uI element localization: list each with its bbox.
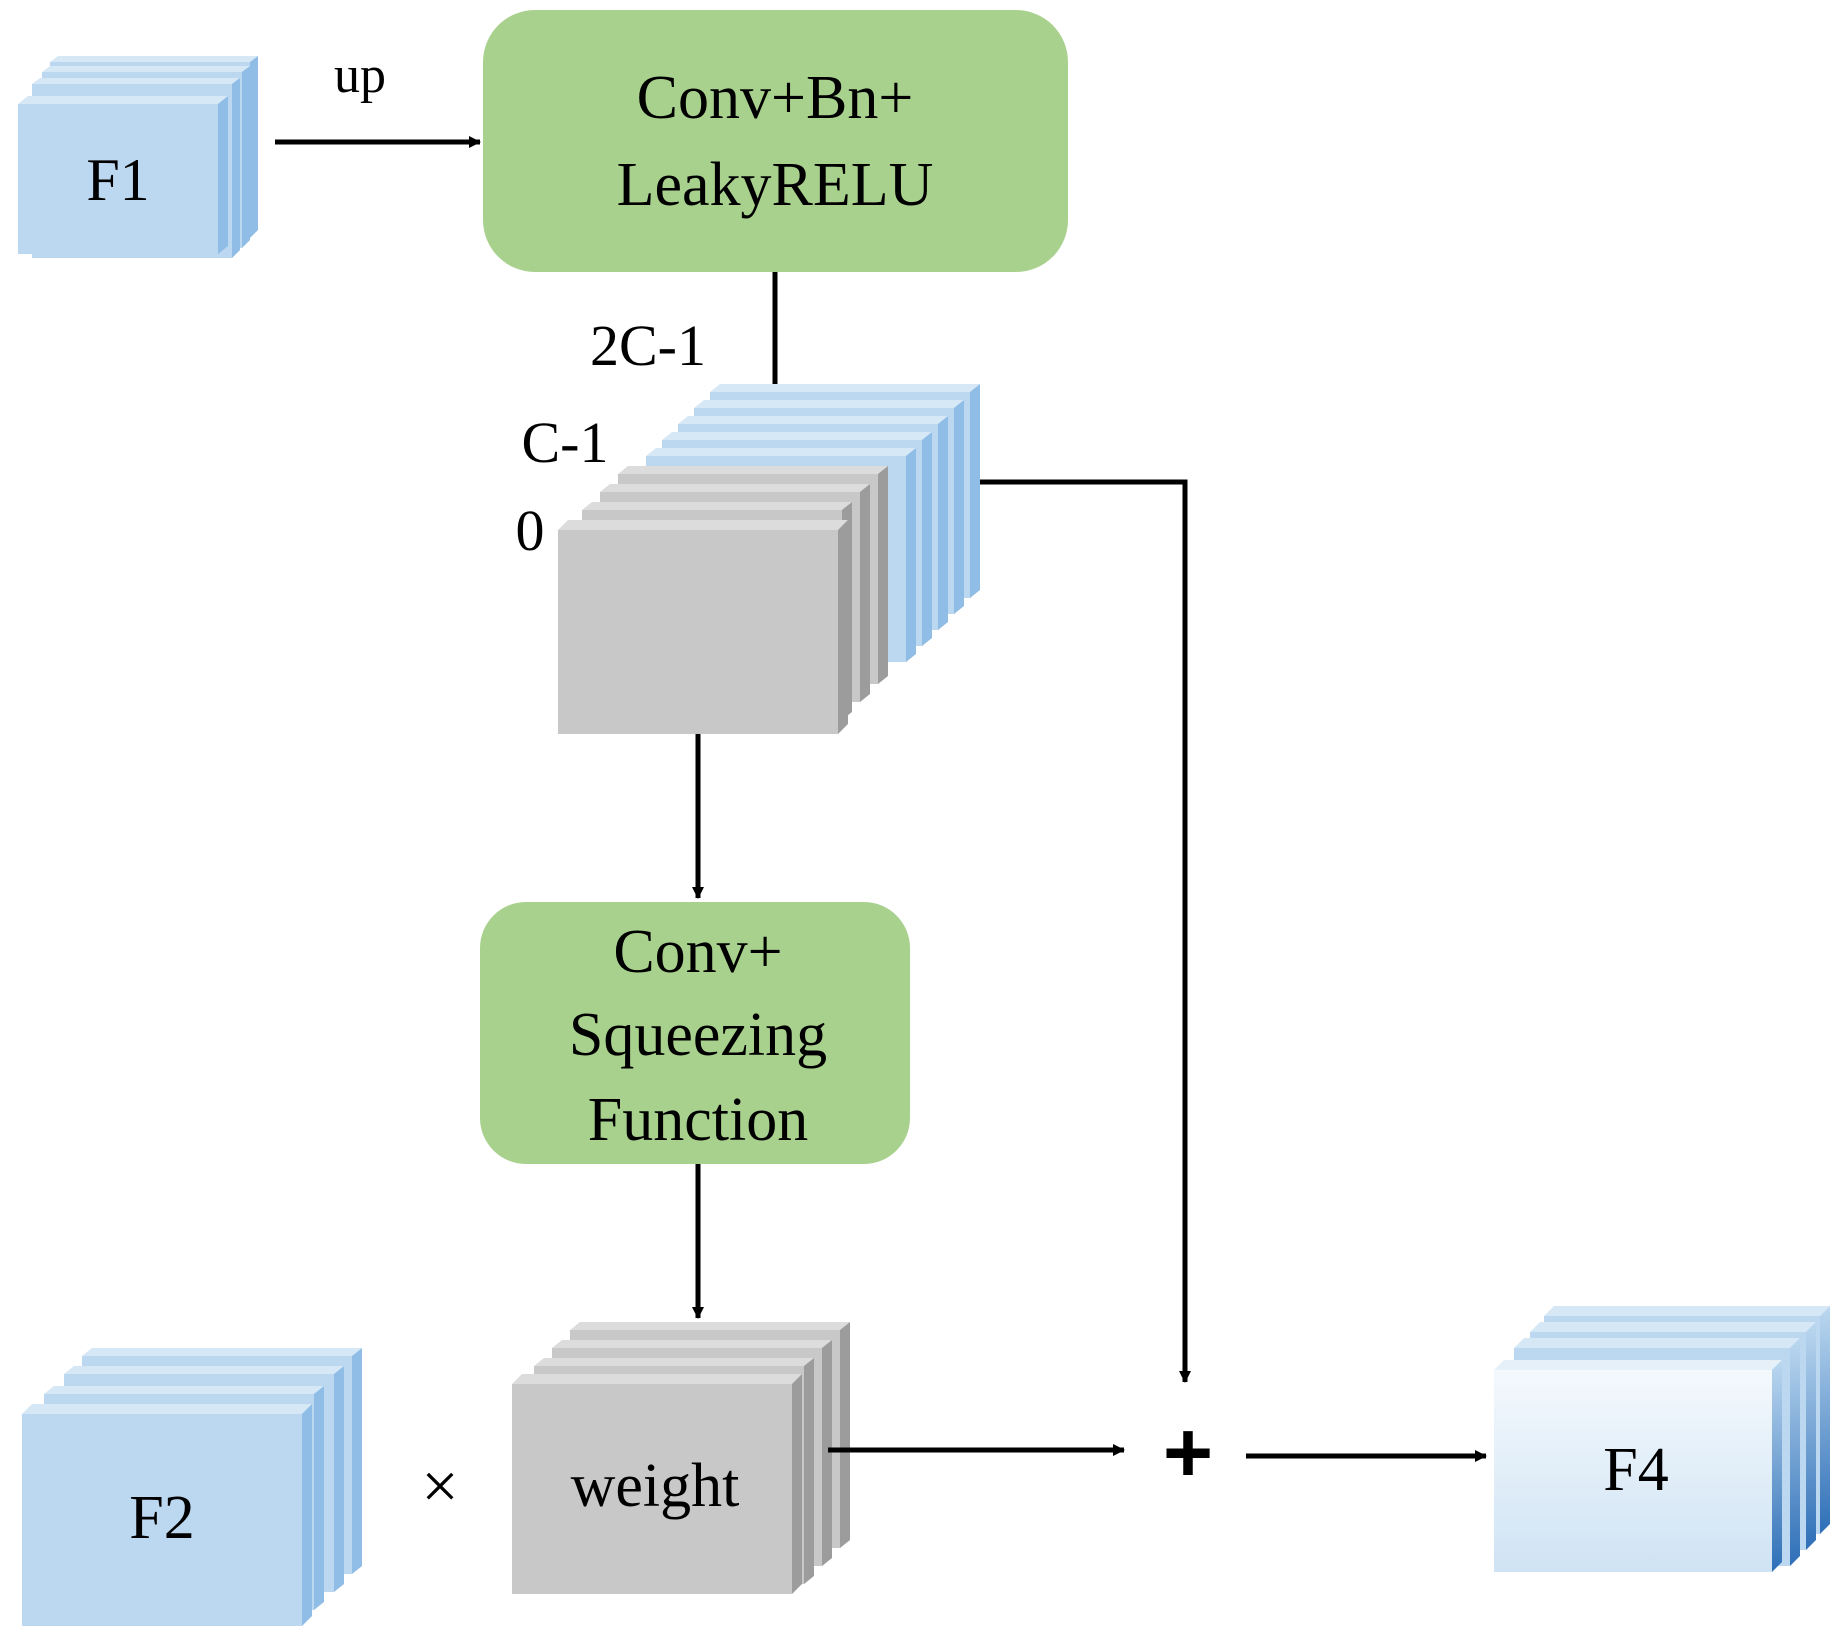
add-operator: + bbox=[1163, 1405, 1213, 1501]
conv-squeeze-line1: Conv+ bbox=[613, 918, 782, 986]
multiply-operator: × bbox=[421, 1450, 458, 1523]
conv-squeeze-line2: Squeezing bbox=[569, 1001, 827, 1069]
f2-feature-stack: F2 bbox=[22, 1348, 362, 1626]
f4-label: F4 bbox=[1603, 1436, 1668, 1504]
f1-layer-front bbox=[18, 96, 228, 254]
arrow-stack-to-add bbox=[980, 479, 1191, 1383]
f1-feature-stack: F1 bbox=[18, 56, 258, 258]
conv-bn-line1: Conv+Bn+ bbox=[637, 64, 914, 132]
conv-squeeze-line3: Function bbox=[588, 1086, 808, 1154]
central-feature-stack bbox=[558, 384, 980, 734]
conv-squeezing-box: Conv+ Squeezing Function bbox=[480, 902, 910, 1164]
channel-label-2c-1: 2C-1 bbox=[590, 313, 706, 378]
channel-label-0: 0 bbox=[516, 498, 545, 563]
up-edge-label: up bbox=[334, 47, 386, 104]
f4-feature-stack: F4 bbox=[1494, 1306, 1830, 1572]
f1-label: F1 bbox=[86, 147, 149, 213]
conv-bn-leakyrelu-box: Conv+Bn+ LeakyRELU bbox=[483, 10, 1068, 272]
weight-stack: weight bbox=[512, 1322, 850, 1594]
f2-label: F2 bbox=[129, 1484, 194, 1552]
f2-layer-front bbox=[22, 1404, 312, 1626]
conv-bn-line2: LeakyRELU bbox=[617, 151, 934, 219]
f4-layer-front bbox=[1494, 1360, 1782, 1572]
weight-label: weight bbox=[571, 1452, 740, 1520]
gray-layer-front bbox=[558, 520, 848, 734]
channel-label-c-1: C-1 bbox=[522, 410, 609, 475]
weight-layer-front bbox=[512, 1374, 802, 1594]
